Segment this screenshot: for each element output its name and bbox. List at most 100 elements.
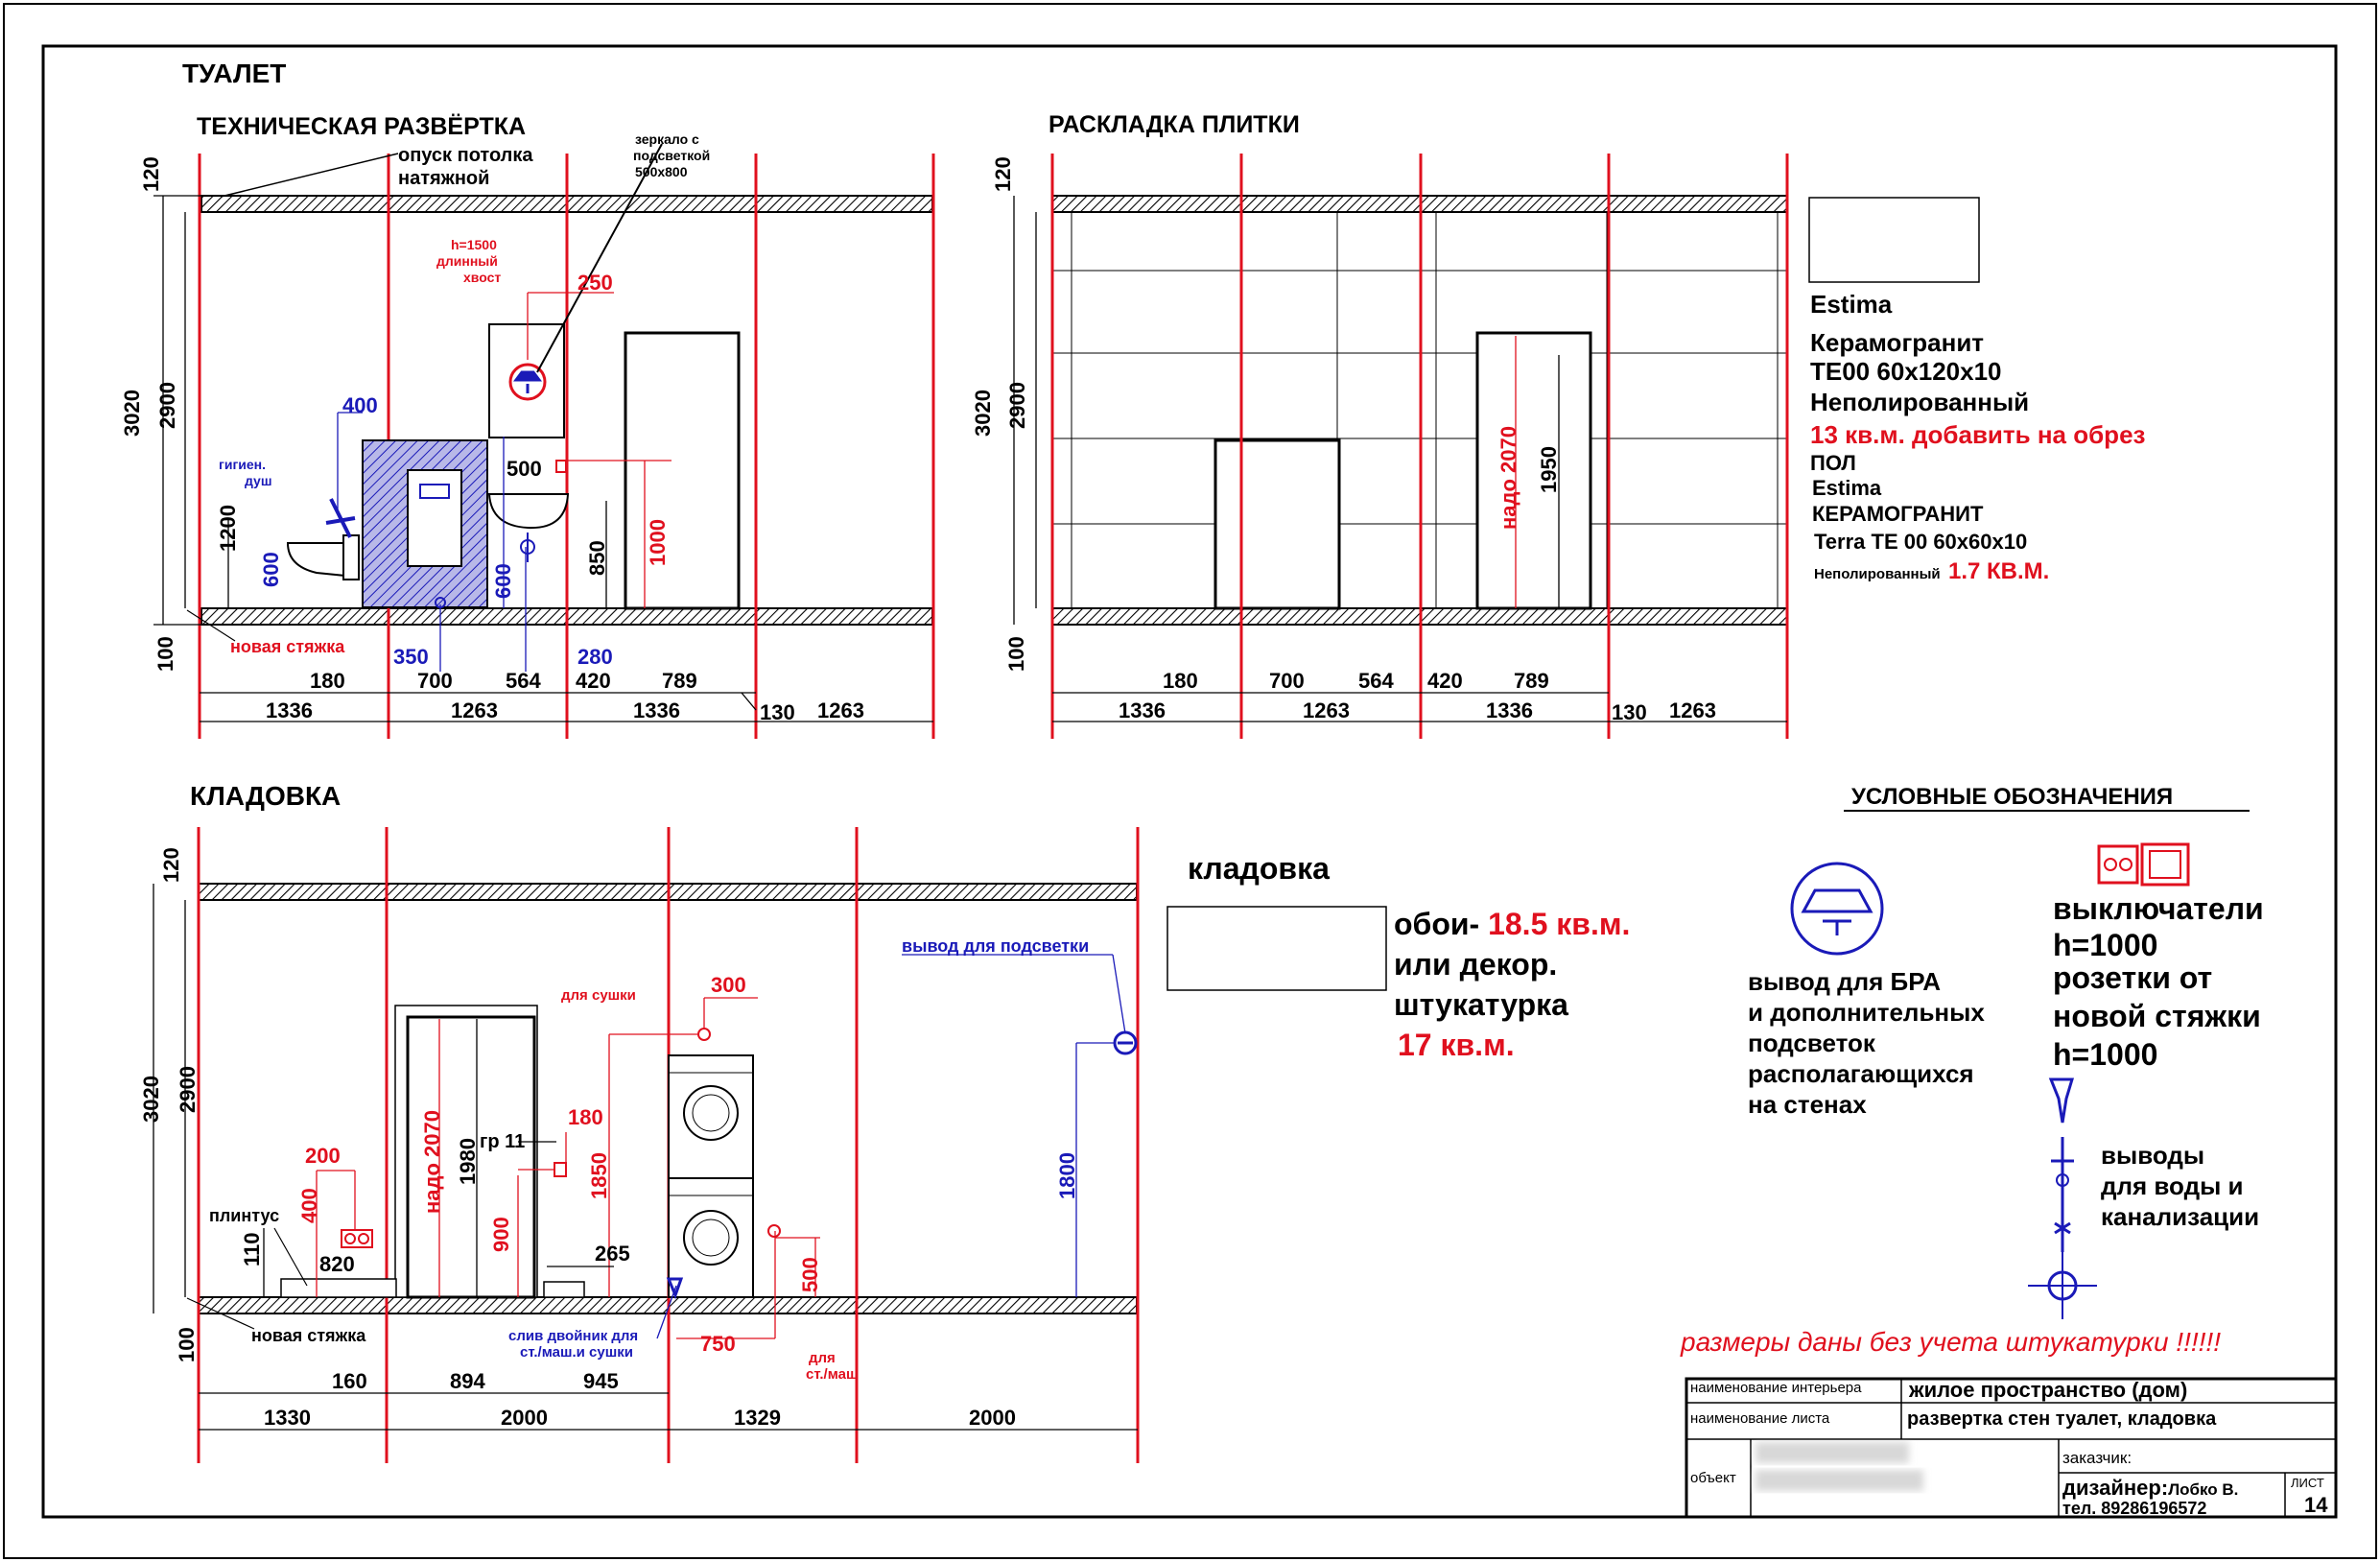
dryer-note: для сушки <box>561 987 636 1004</box>
svg-text:130: 130 <box>1612 700 1647 724</box>
outer-frame <box>3 3 2377 1559</box>
mirror-light-icon <box>508 363 547 401</box>
dryer <box>668 1054 754 1179</box>
plinth-note: плинтус <box>209 1206 279 1225</box>
svg-text:130: 130 <box>760 700 795 724</box>
plinth <box>280 1278 397 1298</box>
svg-text:1263: 1263 <box>817 698 864 722</box>
shower-note: гигиен. <box>219 457 266 472</box>
svg-text:1336: 1336 <box>266 698 313 722</box>
light-outlet-note: вывод для подсветки <box>902 936 1089 956</box>
svg-text:850: 850 <box>585 540 609 576</box>
svg-text:ЛИСТ: ЛИСТ <box>2291 1476 2324 1490</box>
wall-finish-line1: обои- <box>1394 907 1488 941</box>
tile-title: РАСКЛАДКА ПЛИТКИ <box>1049 111 1300 138</box>
svg-text:новой стяжки: новой стяжки <box>2053 999 2261 1033</box>
svg-text:600: 600 <box>491 563 515 599</box>
sink <box>487 493 570 530</box>
svg-text:14: 14 <box>2304 1493 2328 1517</box>
svg-text:дизайнер:Лобко В.: дизайнер:Лобко В. <box>2062 1476 2238 1500</box>
svg-text:1800: 1800 <box>1055 1152 1079 1199</box>
svg-text:3020: 3020 <box>120 390 144 437</box>
toilet-box-outline <box>1214 438 1341 610</box>
svg-text:надо 2070: надо 2070 <box>1496 426 1520 530</box>
svg-text:заказчик:: заказчик: <box>2062 1449 2132 1467</box>
svg-text:розетки от: розетки от <box>2053 960 2212 995</box>
svg-text:2900: 2900 <box>1005 382 1029 429</box>
svg-text:400: 400 <box>342 393 378 417</box>
svg-text:110: 110 <box>240 1233 264 1267</box>
svg-text:вывод для БРА: вывод для БРА <box>1748 967 1941 996</box>
svg-text:ПОЛ: ПОЛ <box>1810 451 1856 475</box>
svg-text:канализации: канализации <box>2101 1202 2259 1231</box>
svg-text:500: 500 <box>507 457 542 481</box>
wm-outlet-icon <box>767 1224 781 1238</box>
svg-text:1263: 1263 <box>1303 698 1350 722</box>
svg-text:подсветкой: подсветкой <box>633 148 710 163</box>
svg-text:420: 420 <box>576 669 611 693</box>
spec-brand1: Estima <box>1810 290 1893 319</box>
svg-text:1000: 1000 <box>646 519 670 566</box>
svg-text:500: 500 <box>798 1257 822 1292</box>
svg-text:выводы: выводы <box>2101 1141 2204 1170</box>
blurred-object-text <box>1756 1470 1923 1491</box>
gr11-box <box>554 1162 567 1177</box>
svg-text:или декор.: или декор. <box>1394 947 1557 982</box>
svg-text:для воды и: для воды и <box>2101 1172 2244 1200</box>
svg-text:700: 700 <box>1269 669 1305 693</box>
storage-elevation <box>153 827 1140 1463</box>
svg-text:длинный: длинный <box>436 253 498 269</box>
svg-text:789: 789 <box>662 669 697 693</box>
svg-text:945: 945 <box>583 1369 619 1393</box>
designer-name: Лобко В. <box>2168 1480 2238 1499</box>
legend-title: УСЛОВНЫЕ ОБОЗНАЧЕНИЯ <box>1851 784 2173 810</box>
svg-text:600: 600 <box>259 552 283 587</box>
svg-text:h=1000: h=1000 <box>2053 928 2157 962</box>
title-block <box>1685 1377 2338 1519</box>
svg-text:564: 564 <box>1358 669 1394 693</box>
svg-text:1263: 1263 <box>451 698 498 722</box>
svg-text:ТЕ00 60х120х10: ТЕ00 60х120х10 <box>1810 357 2002 386</box>
svg-text:Керамогранит: Керамогранит <box>1810 328 1984 357</box>
svg-text:120: 120 <box>159 847 183 883</box>
svg-text:наименование интерьера: наименование интерьера <box>1690 1380 1862 1396</box>
tech-title: ТЕХНИЧЕСКАЯ РАЗВЁРТКА <box>197 113 526 140</box>
svg-text:180: 180 <box>1163 669 1198 693</box>
svg-text:Estima: Estima <box>1812 476 1882 500</box>
dryer-outlet-icon <box>697 1028 711 1041</box>
svg-text:2900: 2900 <box>176 1066 200 1113</box>
svg-text:штукатурка: штукатурка <box>1394 987 1568 1022</box>
svg-text:3020: 3020 <box>971 390 995 437</box>
svg-text:100: 100 <box>175 1327 199 1362</box>
svg-text:789: 789 <box>1514 669 1549 693</box>
svg-text:2000: 2000 <box>501 1406 548 1430</box>
svg-text:200: 200 <box>305 1144 341 1168</box>
svg-text:180: 180 <box>310 669 345 693</box>
svg-text:1.7 КВ.М.: 1.7 КВ.М. <box>1948 558 2049 584</box>
svg-text:2900: 2900 <box>155 382 179 429</box>
svg-text:обои- 18.5 кв.м.: обои- 18.5 кв.м. <box>1394 907 1630 941</box>
hygienic-shower-icon <box>325 498 356 538</box>
h1500-note: h=1500 <box>451 237 497 252</box>
designer-label: дизайнер: <box>2062 1476 2168 1500</box>
blurred-object-text <box>1756 1442 1909 1463</box>
svg-text:250: 250 <box>577 271 613 295</box>
door <box>624 331 741 610</box>
svg-text:Неполированный: Неполированный <box>1810 388 2029 416</box>
svg-text:1336: 1336 <box>633 698 680 722</box>
svg-text:564: 564 <box>506 669 541 693</box>
svg-text:подсветок: подсветок <box>1748 1029 1876 1057</box>
toilet-title: ТУАЛЕТ <box>182 59 286 88</box>
svg-text:хвост: хвост <box>463 270 501 285</box>
svg-text:700: 700 <box>417 669 453 693</box>
svg-text:120: 120 <box>139 156 163 192</box>
svg-text:2000: 2000 <box>969 1406 1016 1430</box>
svg-text:1950: 1950 <box>1537 446 1561 493</box>
svg-text:тел. 89286196572: тел. 89286196572 <box>2062 1499 2206 1518</box>
storage-door <box>406 1015 536 1299</box>
wall-area-1: 18.5 кв.м. <box>1488 907 1630 941</box>
svg-text:жилое пространство (дом): жилое пространство (дом) <box>1908 1378 2187 1402</box>
svg-text:Неполированный: Неполированный <box>1814 566 1941 582</box>
svg-text:h=1000: h=1000 <box>2053 1037 2157 1072</box>
wallpaper-swatch <box>1166 906 1387 991</box>
